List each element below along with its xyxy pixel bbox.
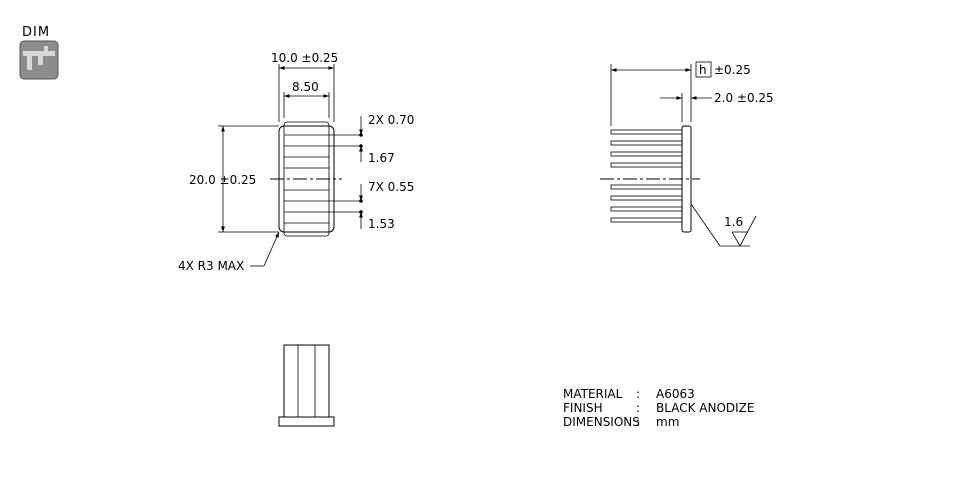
dim-button-label: DIM <box>22 25 50 40</box>
note-dimensions: DIMENSIONS : mm <box>563 415 679 429</box>
surface-finish-symbol <box>690 203 757 247</box>
bottom-base <box>278 416 335 427</box>
caliper-icon <box>19 40 59 80</box>
note-finish: FINISH : BLACK ANODIZE <box>563 401 754 415</box>
bottom-view <box>278 344 335 427</box>
notes-block: MATERIAL : A6063 FINISH : BLACK ANODIZE … <box>563 387 754 429</box>
svg-text:BLACK ANODIZE: BLACK ANODIZE <box>656 401 754 415</box>
note-material: MATERIAL : A6063 <box>563 387 695 401</box>
svg-text:DIMENSIONS: DIMENSIONS <box>563 415 640 429</box>
height-tolerance-label: ±0.25 <box>714 63 751 77</box>
svg-text::: : <box>636 387 640 401</box>
svg-text:MATERIAL: MATERIAL <box>563 387 623 401</box>
height-overall-label: 20.0 ±0.25 <box>189 173 256 187</box>
outer-fin-gap-label: 1.67 <box>368 151 395 165</box>
front-view: 10.0 ±0.25 8.50 20.0 ±0.25 2X 0.70 1.67 … <box>178 51 414 273</box>
svg-text:FINISH: FINISH <box>563 401 603 415</box>
inner-fin-gap-label: 1.53 <box>368 217 395 231</box>
height-symbol-box <box>695 61 712 78</box>
side-view: h ±0.25 2.0 ±0.25 1.6 <box>600 61 774 247</box>
front-fins <box>284 134 329 224</box>
inner-fin-thickness-label: 7X 0.55 <box>368 180 414 194</box>
width-inner-label: 8.50 <box>292 80 319 94</box>
dim-button[interactable]: DIM <box>19 25 59 80</box>
svg-text::: : <box>636 401 640 415</box>
base-thickness-label: 2.0 ±0.25 <box>714 91 774 105</box>
surface-finish-label: 1.6 <box>724 215 743 229</box>
width-overall-label: 10.0 ±0.25 <box>271 51 338 65</box>
side-fins <box>610 129 683 223</box>
svg-text:mm: mm <box>656 415 679 429</box>
height-symbol-label: h <box>699 63 707 77</box>
corner-radius-label: 4X R3 MAX <box>178 259 244 273</box>
outer-fin-thickness-label: 2X 0.70 <box>368 113 414 127</box>
bottom-body <box>283 344 330 418</box>
svg-text::: : <box>636 415 640 429</box>
svg-text:A6063: A6063 <box>656 387 695 401</box>
